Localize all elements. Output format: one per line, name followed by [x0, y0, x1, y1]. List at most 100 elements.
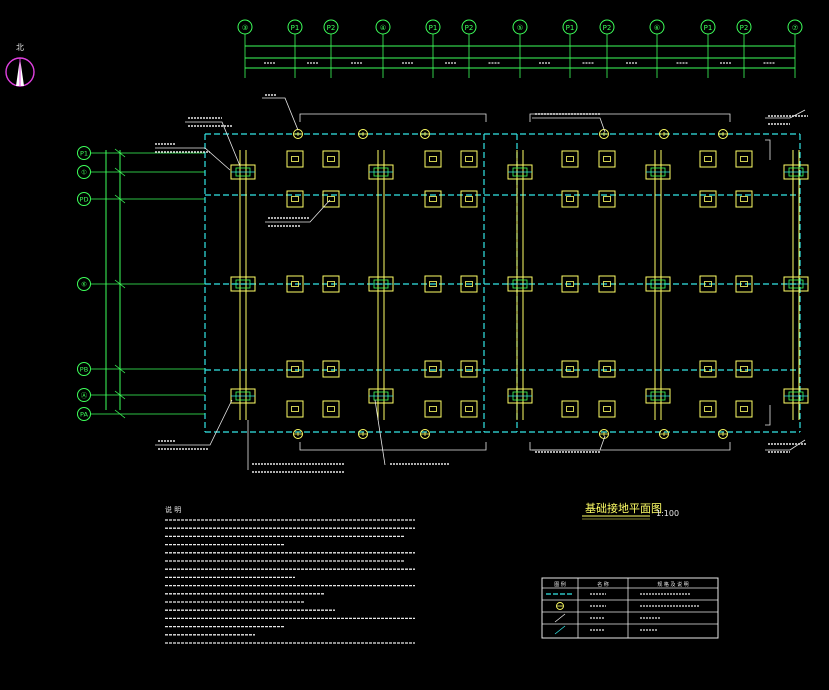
left-axis-label: PD	[80, 196, 89, 204]
notes-block: 说 明	[165, 505, 415, 644]
left-axis: P1 ① PD ⑥ PB Ⓐ PA	[77, 146, 205, 421]
compass-label: 北	[16, 43, 24, 52]
footing	[322, 190, 340, 208]
footing	[699, 275, 717, 293]
legend-header-name: 名 称	[597, 581, 609, 588]
annotation-text-lines	[155, 94, 808, 473]
top-axis-bubble: P2	[323, 19, 339, 35]
footing	[424, 275, 442, 293]
footing	[598, 275, 616, 293]
foundation-beams	[239, 150, 800, 420]
footing	[645, 276, 671, 292]
legend-header-spec: 规 格 及 说 明	[657, 581, 688, 588]
top-axis-bubble: P1	[425, 19, 441, 35]
top-axis-bubble: P1	[562, 19, 578, 35]
top-axis-bubble: P2	[736, 19, 752, 35]
north-compass-icon: 北	[5, 43, 35, 87]
footing	[507, 164, 533, 180]
footing	[699, 400, 717, 418]
footing	[598, 360, 616, 378]
test-point-icon	[420, 129, 430, 139]
top-axis-label: ⑤	[517, 24, 523, 32]
test-point-icon	[358, 429, 368, 439]
ground-test-points	[293, 129, 728, 439]
legend-link-icon	[554, 613, 566, 623]
test-point-icon	[599, 429, 609, 439]
footing	[460, 400, 478, 418]
footing	[460, 275, 478, 293]
test-point-icon	[293, 129, 303, 139]
left-axis-bubble: Ⓐ	[77, 388, 91, 402]
top-axis-bubble: ⑥	[649, 19, 665, 35]
left-axis-label: P1	[80, 150, 88, 158]
left-axis-bubble: ①	[77, 165, 91, 179]
test-point-icon	[420, 429, 430, 439]
left-axis-label: ①	[81, 169, 87, 177]
test-point-icon	[293, 429, 303, 439]
footing	[286, 400, 304, 418]
footing	[598, 190, 616, 208]
top-axis-bubble: P1	[287, 19, 303, 35]
footing	[460, 150, 478, 168]
footing	[322, 360, 340, 378]
footing	[230, 276, 256, 292]
top-axis-label: P2	[740, 24, 749, 32]
footing	[699, 150, 717, 168]
footing	[735, 150, 753, 168]
footing	[460, 190, 478, 208]
footing	[699, 190, 717, 208]
footing	[368, 164, 394, 180]
drawing-title: 基础接地平面图 1:100	[582, 502, 679, 520]
top-axis-label: P1	[704, 24, 713, 32]
test-point-icon	[659, 429, 669, 439]
top-axis-label: P1	[291, 24, 300, 32]
footing	[286, 275, 304, 293]
footing	[783, 164, 809, 180]
footing	[424, 150, 442, 168]
footing	[286, 360, 304, 378]
left-axis-bubble: ⑥	[77, 277, 91, 291]
footing	[322, 275, 340, 293]
footing	[783, 276, 809, 292]
footing	[735, 400, 753, 418]
top-axis-label: P2	[465, 24, 474, 32]
top-axis-label: ④	[380, 24, 386, 32]
footing	[368, 276, 394, 292]
top-axis-bubble: ⑦	[787, 19, 803, 35]
footing	[230, 388, 256, 404]
footing	[507, 388, 533, 404]
left-axis-bubble: PD	[77, 192, 91, 206]
test-point-icon	[358, 129, 368, 139]
footing	[598, 400, 616, 418]
top-axis-label: ⑦	[792, 24, 798, 32]
footing	[230, 164, 256, 180]
footing	[735, 360, 753, 378]
footing-grid	[230, 150, 809, 418]
footing	[561, 275, 579, 293]
top-axis-bubble: ④	[375, 19, 391, 35]
footing	[286, 190, 304, 208]
footing	[735, 275, 753, 293]
top-axis-bubble: P1	[700, 19, 716, 35]
legend-conductor-icon	[554, 625, 566, 635]
footing	[460, 360, 478, 378]
test-point-icon	[659, 129, 669, 139]
footing	[322, 150, 340, 168]
left-axis-bubble: PB	[77, 362, 91, 376]
left-axis-label: PA	[80, 411, 89, 419]
top-axis-label: P2	[327, 24, 336, 32]
footing	[735, 190, 753, 208]
legend-header-symbol: 图 例	[554, 581, 566, 588]
top-axis-bubble: P2	[461, 19, 477, 35]
footing	[368, 388, 394, 404]
left-axis-label: PB	[80, 366, 88, 374]
test-point-icon	[599, 129, 609, 139]
title-main: 基础接地平面图	[585, 502, 662, 515]
legend-table: 图 例 名 称 规 格 及 说 明	[541, 577, 719, 639]
top-axis-bubble: P2	[599, 19, 615, 35]
grounding-grid	[204, 133, 801, 433]
notes-heading: 说 明	[165, 505, 181, 514]
top-axis-label: ⑥	[654, 24, 660, 32]
